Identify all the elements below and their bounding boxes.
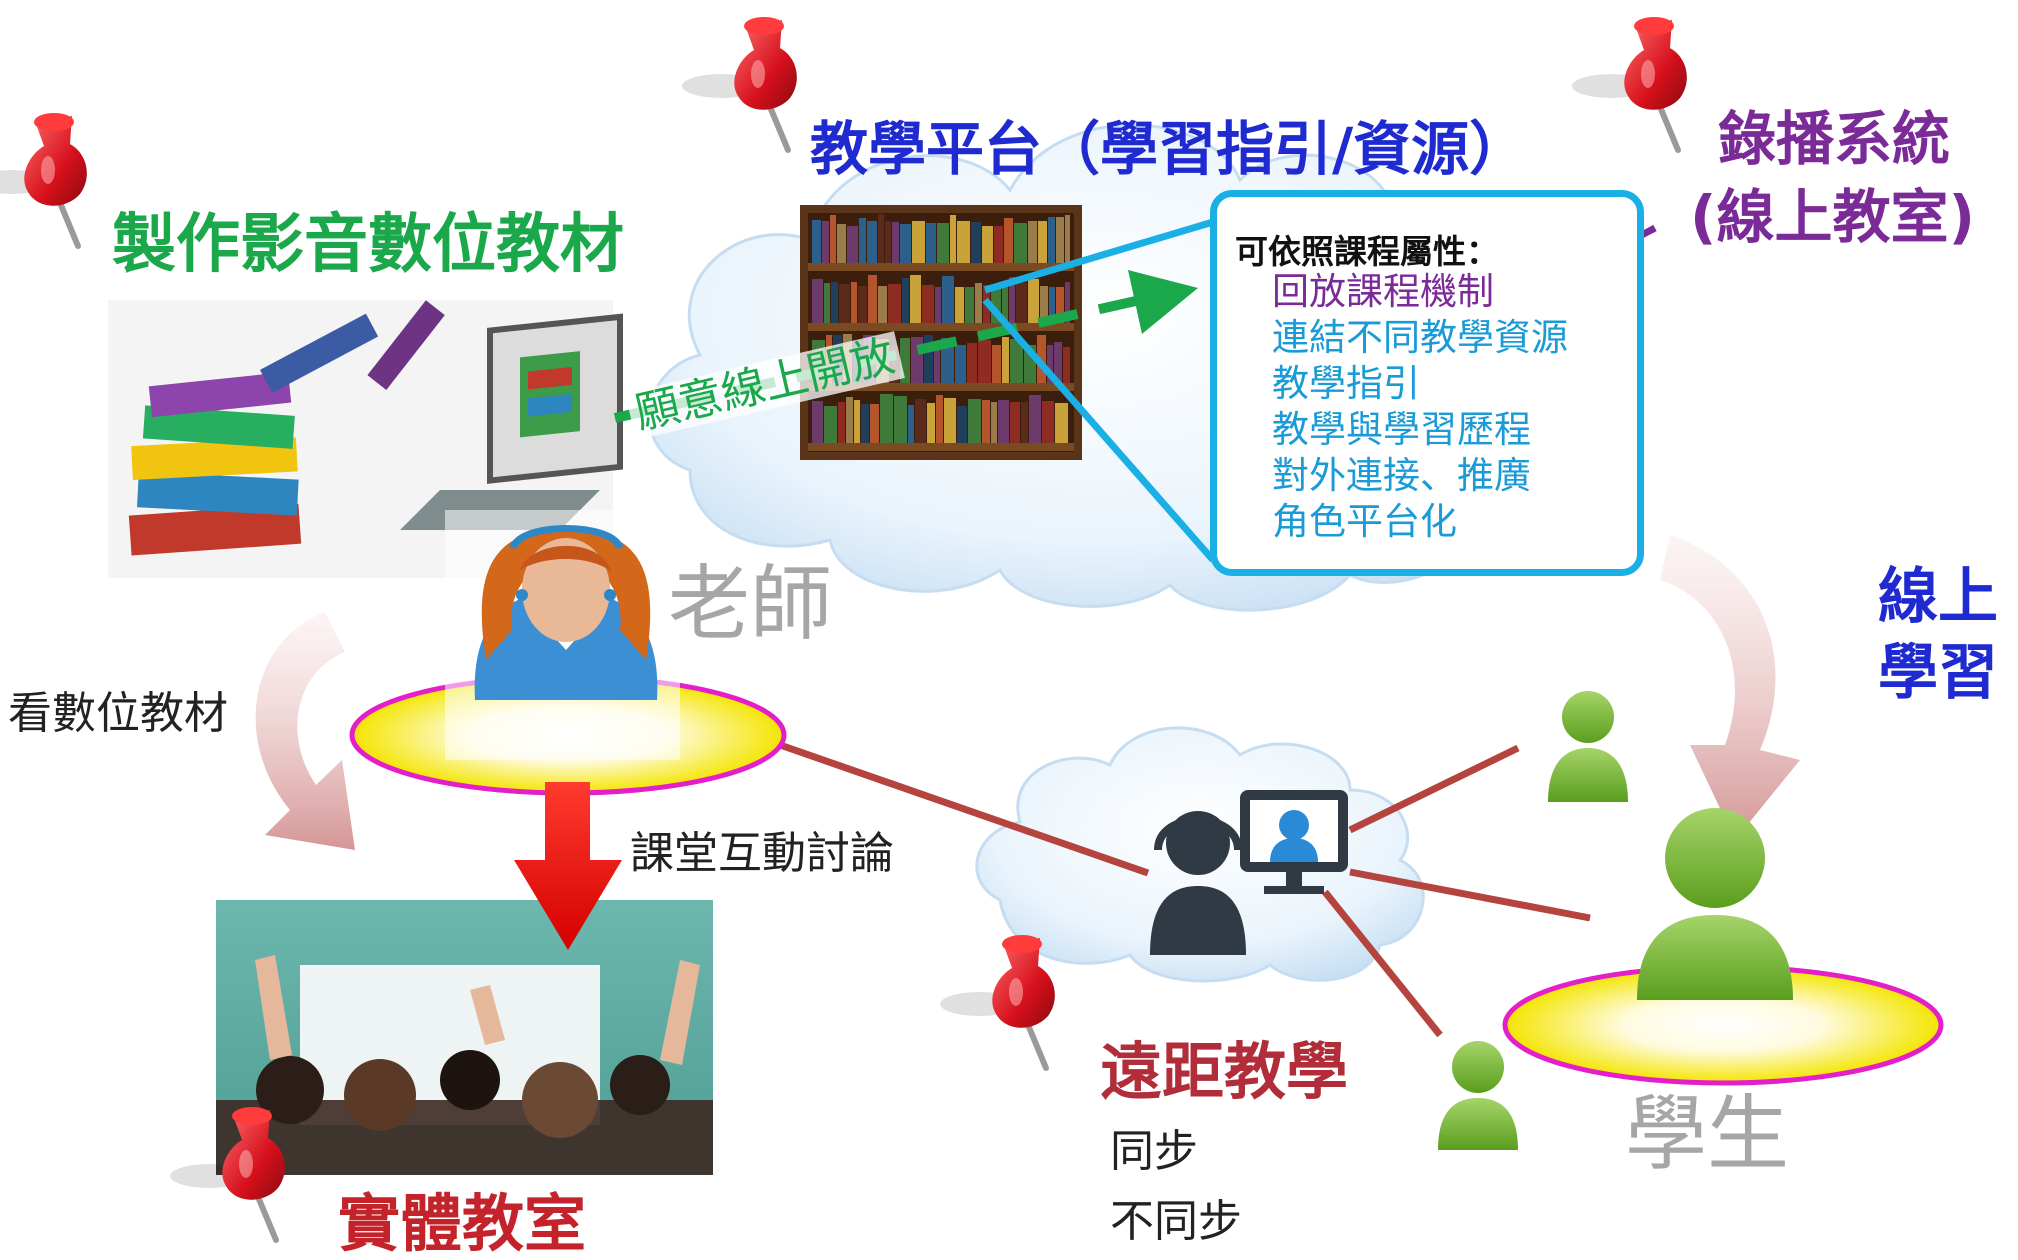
pushpin-icon xyxy=(0,113,87,246)
online-classroom-subtitle: (線上教室) xyxy=(1690,183,1976,251)
classroom-discussion-label: 課堂互動討論 xyxy=(630,828,894,879)
feature-callout-box: 可依照課程屬性： 回放課程機制連結不同教學資源教學指引教學與學習歷程對外連接、推… xyxy=(1210,190,1644,576)
bookshelf-icon xyxy=(800,205,1082,460)
pushpin-icon xyxy=(682,17,797,150)
teacher-label: 老師 xyxy=(668,557,833,652)
platform-title: 教學平台（學習指引/資源） xyxy=(810,115,1528,183)
feature-item: 教學與學習歷程 xyxy=(1272,408,1531,451)
feature-item: 教學指引 xyxy=(1272,362,1420,405)
student-avatar-icon xyxy=(1438,1041,1518,1150)
feature-list: 回放課程機制連結不同教學資源教學指引教學與學習歷程對外連接、推廣角色平台化 xyxy=(1272,269,1568,545)
classroom-photo xyxy=(216,900,713,1175)
dashed-arrow-head xyxy=(1128,270,1198,334)
teacher-avatar-icon xyxy=(445,510,680,760)
physical-classroom-title: 實體教室 xyxy=(338,1187,587,1260)
feature-heading: 可依照課程屬性： xyxy=(1235,232,1499,271)
headset-operator-icon xyxy=(1150,790,1348,955)
sync-label: 同步 xyxy=(1110,1126,1198,1177)
recording-system-title: 錄播系統 xyxy=(1718,105,1951,173)
online-learning-line1: 線上 xyxy=(1878,562,1998,632)
make-materials-title: 製作影音數位教材 xyxy=(112,208,624,282)
async-label: 不同步 xyxy=(1110,1196,1242,1247)
curved-arrow-icon xyxy=(1660,535,1800,840)
online-learning-line2: 學習 xyxy=(1878,638,1998,708)
student-avatar-icon xyxy=(1548,691,1628,802)
feature-item: 角色平台化 xyxy=(1272,500,1457,543)
down-arrow-icon xyxy=(514,782,622,950)
pushpin-icon xyxy=(940,935,1055,1068)
curved-arrow-icon xyxy=(255,612,355,850)
watch-materials-label: 看數位教材 xyxy=(8,688,228,739)
feature-item: 回放課程機制 xyxy=(1272,270,1494,313)
student-avatar-icon xyxy=(1637,808,1793,1000)
student-label: 學生 xyxy=(1625,1087,1790,1182)
feature-item: 連結不同教學資源 xyxy=(1272,316,1568,359)
distance-teaching-title: 遠距教學 xyxy=(1100,1035,1349,1108)
feature-item: 對外連接、推廣 xyxy=(1272,454,1531,497)
pushpin-icon xyxy=(1572,17,1687,150)
